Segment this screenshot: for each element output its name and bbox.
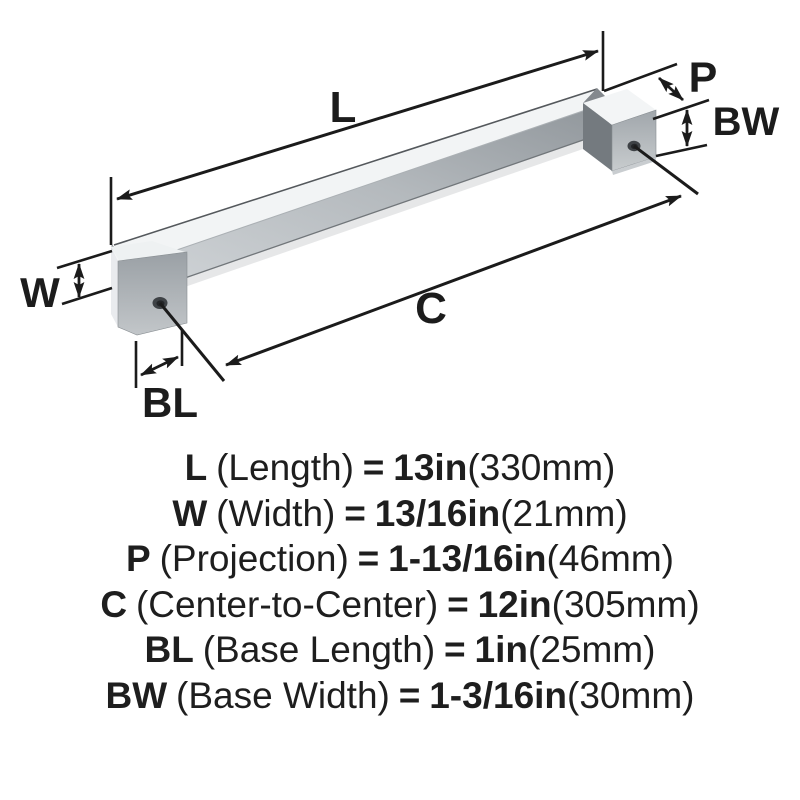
right-base-bottom-sliver bbox=[612, 157, 656, 175]
W-extension-line-bottom bbox=[61, 286, 113, 306]
spec-name: (Length) bbox=[216, 447, 354, 488]
spec-line-base-length: BL(Base Length)=1in(25mm) bbox=[0, 627, 800, 673]
spec-name: (Base Length) bbox=[202, 629, 436, 670]
spec-line-center-to-center: C(Center-to-Center)=12in(305mm) bbox=[0, 582, 800, 628]
P-BW-shared-extension-line bbox=[652, 98, 710, 121]
spec-equals: = bbox=[447, 583, 469, 625]
spec-imperial-value: 12in bbox=[477, 583, 552, 625]
spec-line-width: W(Width)=13/16in(21mm) bbox=[0, 491, 800, 537]
spec-list: L(Length)=13in(330mm) W(Width)=13/16in(2… bbox=[0, 445, 800, 718]
spec-code: P bbox=[126, 538, 151, 579]
spec-line-projection: P(Projection)=1-13/16in(46mm) bbox=[0, 536, 800, 582]
spec-name: (Projection) bbox=[159, 538, 349, 579]
spec-code: C bbox=[100, 583, 128, 625]
spec-code: BW bbox=[105, 674, 168, 716]
label-P: P bbox=[689, 54, 718, 102]
spec-imperial-value: 1-13/16in bbox=[388, 538, 547, 579]
left-base-side-face bbox=[111, 247, 118, 327]
left-base-top-face bbox=[111, 241, 188, 262]
label-L: L bbox=[330, 83, 357, 132]
spec-line-length: L(Length)=13in(330mm) bbox=[0, 445, 800, 491]
spec-name: (Base Width) bbox=[176, 674, 390, 716]
spec-metric-value: (46mm) bbox=[546, 538, 674, 579]
bar-mid-edge bbox=[129, 101, 610, 267]
spec-imperial-value: 13in bbox=[393, 447, 468, 488]
spec-metric-value: (330mm) bbox=[467, 447, 616, 488]
spec-equals: = bbox=[362, 447, 385, 488]
right-screw-leader-line bbox=[633, 144, 699, 196]
spec-code: BL bbox=[144, 629, 194, 670]
spec-imperial-value: 1-3/16in bbox=[429, 674, 568, 716]
P-extension-line-top bbox=[603, 62, 678, 93]
C-dimension-line bbox=[225, 194, 682, 367]
spec-metric-value: (305mm) bbox=[551, 583, 700, 625]
right-base bbox=[583, 88, 657, 175]
BW-extension-line-bottom bbox=[655, 143, 708, 158]
left-screw-leader-line bbox=[158, 302, 226, 382]
L-dimension-line bbox=[116, 49, 599, 201]
bar-bottom-edge bbox=[129, 130, 610, 298]
label-W: W bbox=[20, 269, 60, 316]
spec-name: (Width) bbox=[216, 492, 336, 534]
dimension-labels: L W P C BL BW bbox=[20, 54, 779, 426]
spec-equals: = bbox=[444, 629, 466, 670]
spec-code: L bbox=[184, 447, 208, 488]
spec-metric-value: (25mm) bbox=[528, 629, 656, 670]
spec-name: (Center-to-Center) bbox=[135, 583, 439, 625]
bar-front-face bbox=[130, 102, 609, 297]
P-dimension-arrow bbox=[658, 76, 684, 102]
spec-metric-value: (21mm) bbox=[500, 492, 628, 534]
BL-dimension-arrow bbox=[140, 355, 179, 377]
spec-equals: = bbox=[398, 674, 421, 716]
dimension-graphics bbox=[56, 31, 710, 388]
handle-render bbox=[111, 88, 657, 336]
spec-equals: = bbox=[357, 538, 380, 579]
label-BW: BW bbox=[713, 100, 780, 144]
spec-line-base-width: BW(Base Width)=1-3/16in(30mm) bbox=[0, 673, 800, 719]
spec-imperial-value: 1in bbox=[474, 629, 528, 670]
label-C: C bbox=[415, 284, 447, 333]
spec-code: W bbox=[172, 492, 208, 534]
label-BL: BL bbox=[142, 379, 198, 426]
spec-imperial-value: 13/16in bbox=[374, 492, 501, 534]
W-extension-line-top bbox=[56, 249, 113, 270]
spec-metric-value: (30mm) bbox=[567, 674, 695, 716]
spec-equals: = bbox=[344, 492, 366, 534]
